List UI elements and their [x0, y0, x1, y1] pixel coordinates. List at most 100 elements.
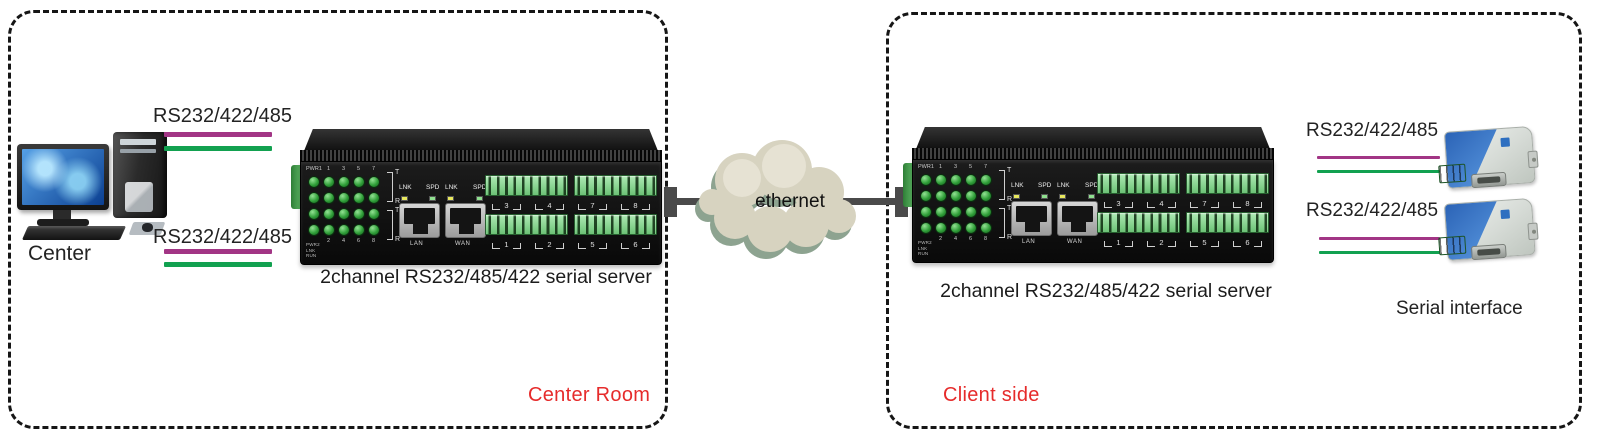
terminal-group	[485, 214, 568, 235]
green-led	[353, 225, 364, 235]
converter-flange	[1527, 222, 1539, 241]
lnk-led	[401, 196, 408, 201]
green-led	[368, 177, 379, 187]
server-heatsink	[916, 127, 1270, 149]
pc-monitor	[17, 144, 109, 210]
terminal-number: 1	[1097, 235, 1140, 248]
green-led	[353, 193, 364, 203]
terminal-number: 1	[485, 237, 528, 250]
led-column-label: 5	[356, 166, 361, 172]
server-fins	[912, 148, 1274, 159]
green-led	[308, 177, 319, 187]
wan-port	[445, 203, 486, 238]
lnk-label: LNK	[445, 184, 458, 191]
led-column-label: 1	[326, 166, 331, 172]
green-led	[965, 191, 976, 201]
server-side-connector	[291, 165, 301, 209]
t-label: T	[1007, 205, 1012, 212]
left-link2-label: RS232/422/485	[153, 226, 293, 248]
spd-led	[429, 196, 436, 201]
lnk-label: LNK	[1011, 182, 1024, 189]
terminal-group	[1097, 212, 1180, 233]
terminal-row-bottom	[485, 214, 657, 235]
tr-group-2: T R	[999, 205, 1012, 241]
terminal-number: 5	[1183, 235, 1226, 248]
lan-port	[399, 203, 440, 238]
wan-label: WAN	[1067, 239, 1083, 245]
terminal-number: 6	[614, 237, 657, 250]
db9-connector	[1470, 171, 1507, 189]
terminal-group	[574, 214, 657, 235]
terminal-number: 3	[485, 198, 528, 211]
terminal-number: 7	[1183, 196, 1226, 209]
server-fins	[300, 150, 662, 161]
t-label: T	[1007, 167, 1012, 174]
green-led	[368, 193, 379, 203]
terminal-group	[574, 175, 657, 196]
lnk-led	[447, 196, 454, 201]
ethernet-cloud-icon	[695, 140, 856, 259]
left-link1-line-purple	[164, 132, 272, 137]
green-led	[980, 191, 991, 201]
led-column-label: 8	[983, 236, 988, 242]
led-column-label: 3	[341, 166, 346, 172]
terminal-row-top	[1097, 173, 1269, 194]
green-led	[308, 193, 319, 203]
led-column-label: PWR1	[306, 166, 322, 172]
converter-logo	[1500, 209, 1511, 220]
spd-led	[1088, 194, 1095, 199]
led-column-label: 3	[953, 164, 958, 170]
terminal-number: 8	[1226, 196, 1269, 209]
terminal-group	[485, 175, 568, 196]
pc-monitor-base	[37, 219, 89, 226]
wan-label: WAN	[455, 241, 471, 247]
center-room-label: Center Room	[528, 384, 651, 406]
green-led	[935, 223, 946, 233]
lan-label: LAN	[410, 241, 424, 247]
left-server-caption: 2channel RS232/485/422 serial server	[320, 266, 652, 288]
pc-mouse	[142, 223, 153, 232]
right-link2-line-green	[1319, 251, 1440, 254]
led-grid	[306, 174, 384, 238]
green-led	[980, 207, 991, 217]
ethernet-label: ethernet	[755, 191, 825, 212]
tr-group-2: T R	[387, 207, 400, 243]
client-side-box	[886, 12, 1582, 429]
led-column-label: 5	[968, 164, 973, 170]
terminal-group	[1186, 212, 1269, 233]
green-led	[308, 209, 319, 219]
green-led	[935, 191, 946, 201]
green-led	[338, 177, 349, 187]
terminal-number: 2	[1140, 235, 1183, 248]
spd-label: SPD	[1085, 182, 1099, 189]
green-led	[323, 177, 334, 187]
green-led	[353, 177, 364, 187]
green-led	[950, 191, 961, 201]
led-column-label: 4	[953, 236, 958, 242]
green-led	[368, 209, 379, 219]
terminal-number: 8	[614, 198, 657, 211]
terminal-number: 5	[571, 237, 614, 250]
green-led	[965, 175, 976, 185]
green-led	[980, 175, 991, 185]
terminal-number: 3	[1097, 196, 1140, 209]
serial-interface-label: Serial interface	[1396, 298, 1523, 319]
status-label: LNK	[918, 245, 928, 251]
pc-tower	[113, 132, 167, 218]
status-label: RUN	[918, 251, 929, 256]
green-led	[353, 209, 364, 219]
terminal-number: 6	[1226, 235, 1269, 248]
terminal-group	[1186, 173, 1269, 194]
right-link1-line-green	[1317, 170, 1440, 173]
green-led	[920, 175, 931, 185]
